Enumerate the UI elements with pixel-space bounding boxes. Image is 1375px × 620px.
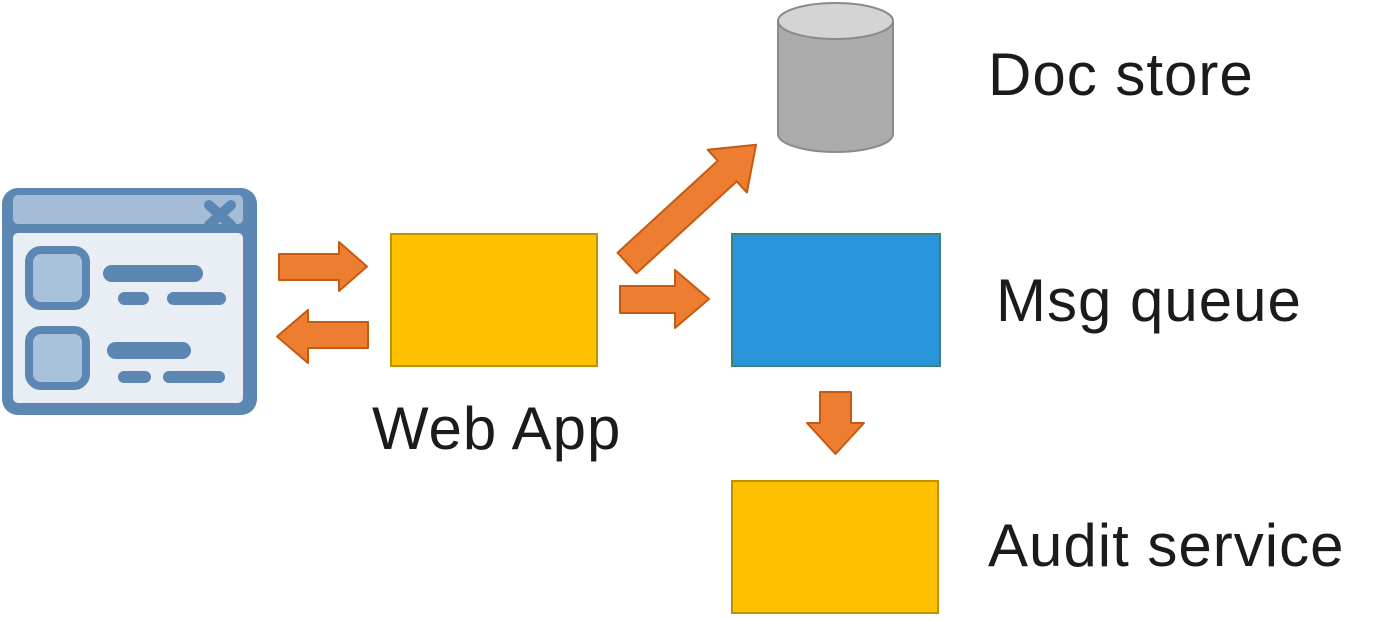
browser-titlebar <box>13 195 243 224</box>
doc-store-cylinder <box>777 2 894 153</box>
close-icon <box>204 200 236 230</box>
arrow-webapp-to-docstore <box>616 143 758 275</box>
audit-service-label: Audit service <box>988 512 1345 579</box>
browser-window-icon <box>2 188 257 415</box>
thumbnail-icon <box>25 326 90 390</box>
arrow-msgqueue-to-audit <box>806 391 865 455</box>
arrow-browser-to-webapp <box>278 241 368 292</box>
cylinder-top <box>777 2 894 40</box>
msg-queue-label: Msg queue <box>996 267 1302 334</box>
arrow-webapp-to-browser <box>276 309 369 364</box>
arrow-webapp-to-msgqueue <box>619 269 710 329</box>
text-line-icons <box>103 265 226 383</box>
audit-service-node <box>731 480 939 614</box>
web-app-node <box>390 233 598 367</box>
thumbnail-icon <box>25 246 90 310</box>
doc-store-label: Doc store <box>988 41 1254 108</box>
cylinder-body <box>777 20 894 153</box>
web-app-label: Web App <box>372 395 622 462</box>
msg-queue-node <box>731 233 941 367</box>
